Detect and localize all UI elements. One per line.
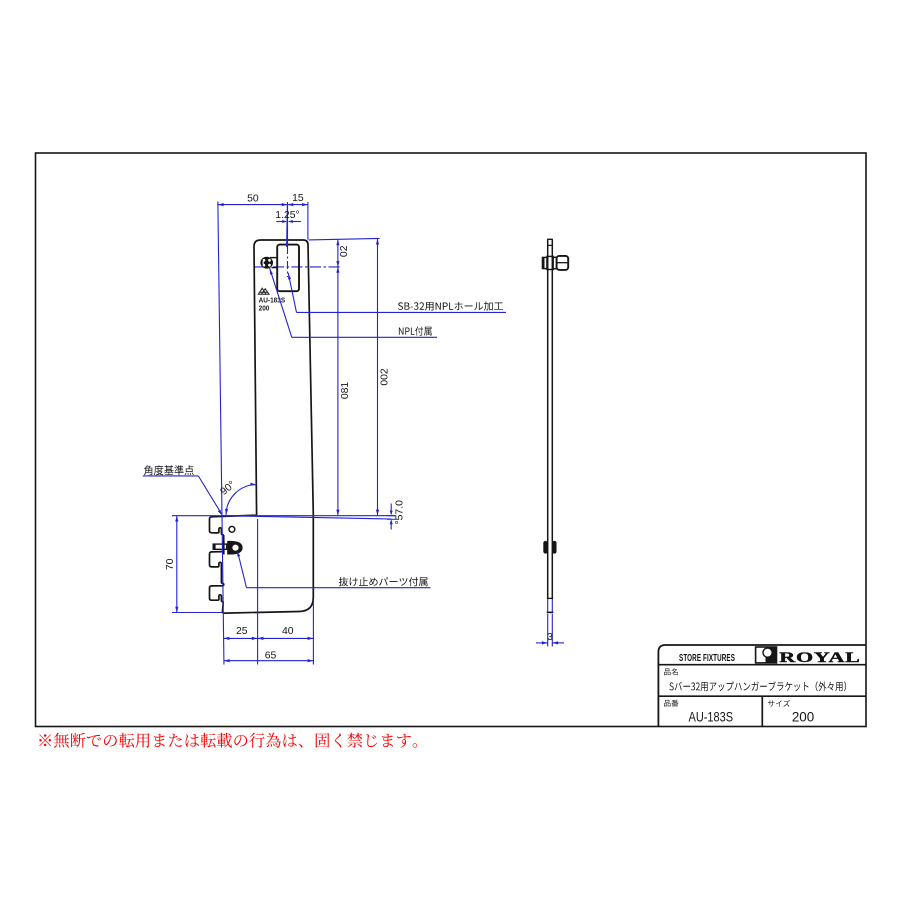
svg-text:40: 40: [282, 626, 294, 637]
svg-text:081: 081: [340, 382, 351, 400]
svg-text:AU-183S: AU-183S: [689, 709, 734, 724]
svg-text:ROYAL: ROYAL: [779, 649, 860, 666]
svg-text:02: 02: [339, 245, 350, 257]
svg-text:002: 002: [380, 368, 391, 386]
svg-text:3: 3: [547, 632, 553, 643]
svg-text:STORE FIXTURES: STORE FIXTURES: [679, 651, 735, 663]
svg-text:65: 65: [265, 650, 277, 661]
svg-text:1.25°: 1.25°: [275, 210, 299, 221]
svg-text:200: 200: [259, 305, 270, 313]
svg-text:200: 200: [792, 709, 814, 724]
svg-text:15: 15: [292, 193, 304, 204]
svg-text:50: 50: [247, 193, 259, 204]
svg-text:70: 70: [165, 558, 176, 570]
svg-text:AU-183S: AU-183S: [259, 297, 286, 305]
svg-text:25: 25: [236, 626, 248, 637]
svg-text:°57.0: °57.0: [394, 500, 405, 525]
